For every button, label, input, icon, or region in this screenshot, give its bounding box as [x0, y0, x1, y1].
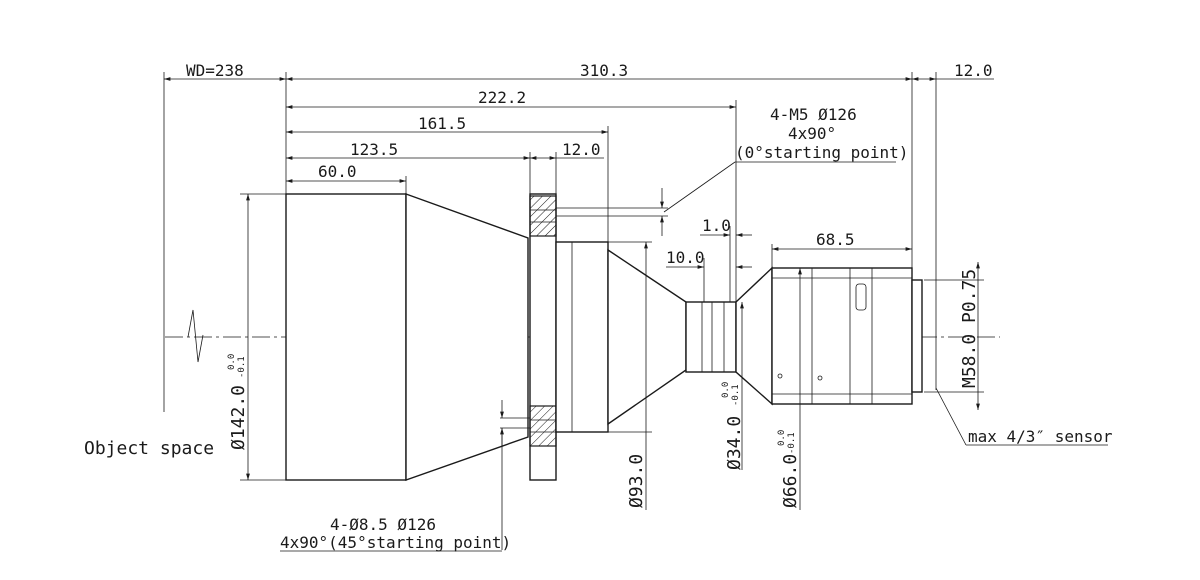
diameter-dimensions: Ø142.0 0.0 -0.1 Ø93.0 Ø34.0 0.0 -0.1 Ø66…	[227, 193, 984, 510]
locking-screw	[855, 283, 867, 311]
sensor-label: max 4/3″ sensor	[968, 427, 1113, 446]
object-space-label: Object space	[84, 438, 214, 459]
flange-hatch-bottom	[529, 405, 557, 447]
annotations: 4-M5 Ø126 4x90° (0°starting point) 4-Ø8.…	[84, 105, 1113, 552]
tol-lower-d142: -0.1	[237, 356, 247, 378]
axis-break-symbol	[187, 309, 204, 363]
top-dimensions: WD=238 310.3 12.0 222.2 161.5 123.5 12.0…	[163, 61, 994, 412]
dim-10: 10.0	[666, 248, 705, 267]
mid-barrel	[555, 241, 609, 433]
front-barrel	[285, 193, 407, 481]
dim-wd: WD=238	[186, 61, 244, 80]
sensor-leader	[935, 387, 967, 446]
dim-60: 60.0	[318, 162, 357, 181]
rear-cone	[607, 248, 687, 426]
note-m5-line2: 4x90°	[788, 124, 836, 143]
dim-d142: Ø142.0	[228, 385, 249, 450]
lens-body	[285, 193, 923, 481]
screw-dot	[777, 373, 783, 379]
front-cone	[405, 193, 529, 481]
dim-1: 1.0	[702, 216, 731, 235]
dim-d34: Ø34.0	[724, 416, 745, 470]
mount-thread	[911, 279, 923, 393]
neck	[685, 301, 737, 373]
note-m5-line1: 4-M5 Ø126	[770, 105, 857, 124]
note-m5-leader	[663, 161, 736, 213]
dim-123: 123.5	[350, 140, 398, 159]
tol-upper-d142: 0.0	[227, 354, 237, 370]
dim-total: 310.3	[580, 61, 628, 80]
dim-flange-thickness: 12.0	[562, 140, 601, 159]
note-hole-line2: 4x90°(45°starting point)	[280, 533, 511, 552]
dim-68: 68.5	[816, 230, 855, 249]
dim-161: 161.5	[418, 114, 466, 133]
note-m5-line3: (0°starting point)	[735, 143, 908, 162]
tol-lower-d34: -0.1	[731, 384, 741, 406]
dim-d66: Ø66.0	[780, 454, 801, 508]
rear-body	[771, 267, 913, 405]
rear-transition	[735, 266, 773, 406]
note-hole-line1: 4-Ø8.5 Ø126	[330, 515, 436, 534]
dim-d93: Ø93.0	[626, 454, 647, 508]
dim-222: 222.2	[478, 88, 526, 107]
dim-flange-back: 12.0	[954, 61, 993, 80]
tol-upper-d66: 0.0	[777, 430, 787, 446]
flange-hatch-top	[529, 195, 557, 237]
dim-m58-thread: M58.0 P0.75	[959, 269, 980, 388]
tol-lower-d66: -0.1	[787, 432, 797, 454]
tol-upper-d34: 0.0	[721, 382, 731, 398]
screw-dot	[817, 375, 823, 381]
